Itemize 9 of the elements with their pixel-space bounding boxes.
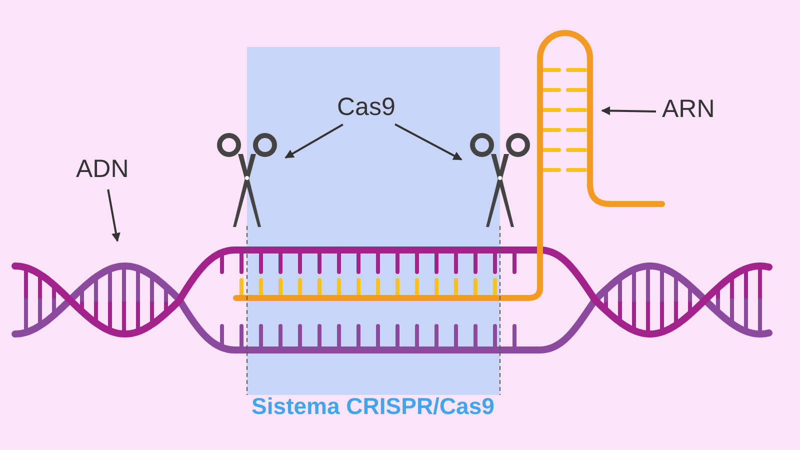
arrow (601, 106, 656, 116)
dna-double-helix-drawing (12, 245, 774, 355)
arrow (394, 123, 462, 160)
label-text: Cas9 (337, 94, 396, 122)
label-text: ADN (76, 156, 129, 184)
arrow (107, 189, 120, 242)
caption-text: Sistema CRISPR/Cas9 (250, 393, 496, 420)
label-text: ARN (662, 96, 715, 124)
arrow (284, 124, 344, 159)
